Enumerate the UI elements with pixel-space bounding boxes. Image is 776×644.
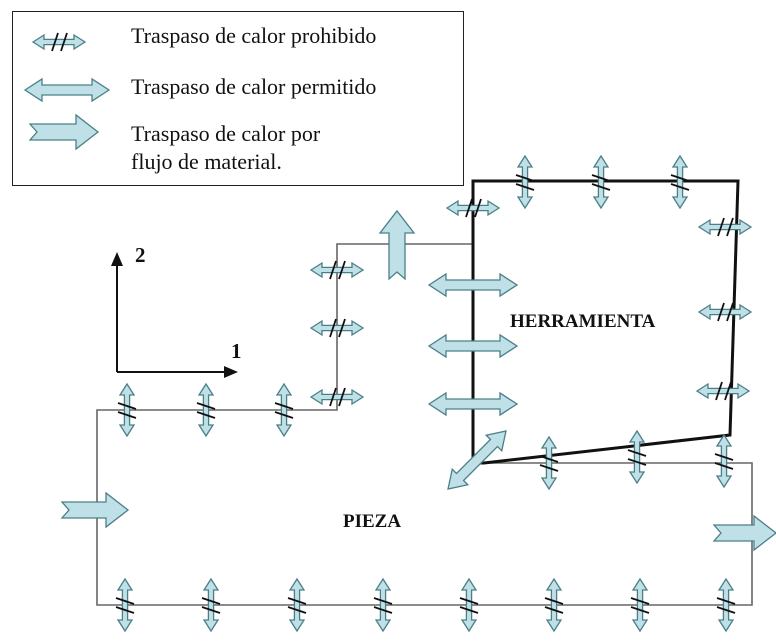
axis-2-label: 2 xyxy=(135,243,146,267)
material-flow-arrow xyxy=(712,514,776,552)
prohibited-heat-arrow xyxy=(117,382,137,438)
material-flow-arrow xyxy=(60,491,130,529)
prohibited-heat-arrow xyxy=(309,387,365,407)
prohibited-heat-arrow xyxy=(309,260,365,280)
legend-prohibited-arrow xyxy=(31,32,87,52)
permitted-heat-arrow xyxy=(427,333,519,359)
prohibited-heat-arrow xyxy=(716,577,736,633)
legend-permitted-arrow xyxy=(23,77,111,103)
permitted-heat-arrow xyxy=(427,272,519,298)
prohibited-heat-arrow xyxy=(544,577,564,633)
arrows-layer xyxy=(60,154,776,633)
permitted-heat-arrow xyxy=(427,391,519,417)
prohibited-heat-arrow xyxy=(539,435,559,491)
prohibited-heat-arrow xyxy=(196,382,216,438)
tool-label: HERRAMIENTA xyxy=(510,311,656,332)
prohibited-heat-arrow xyxy=(445,198,501,218)
tool-outline xyxy=(471,179,740,465)
legend-flow-arrow xyxy=(28,113,100,151)
prohibited-heat-arrow xyxy=(591,154,611,210)
axis-1-label: 1 xyxy=(231,339,242,363)
outlines: 2 1 HERRAMIENTA PIEZA xyxy=(96,179,753,606)
prohibited-heat-arrow xyxy=(697,302,753,322)
prohibited-heat-arrow xyxy=(201,577,221,633)
workpiece-outline xyxy=(96,243,753,606)
legend-label-prohibited: Traspaso de calor prohibido xyxy=(131,23,377,48)
prohibited-heat-arrow xyxy=(714,433,734,489)
legend: Traspaso de calor prohibido Traspaso de … xyxy=(12,11,464,186)
workpiece-label: PIEZA xyxy=(343,511,401,532)
prohibited-heat-arrow xyxy=(287,577,307,633)
prohibited-heat-arrow xyxy=(630,577,650,633)
prohibited-heat-arrow xyxy=(274,382,294,438)
legend-label-permitted: Traspaso de calor permitido xyxy=(131,74,377,99)
prohibited-heat-arrow xyxy=(515,154,535,210)
axis-2-arrowhead xyxy=(111,252,123,266)
prohibited-heat-arrow xyxy=(670,154,690,210)
prohibited-heat-arrow xyxy=(695,381,751,401)
axis-1-arrowhead xyxy=(224,366,238,378)
prohibited-heat-arrow xyxy=(373,577,393,633)
prohibited-heat-arrow xyxy=(627,429,647,485)
prohibited-heat-arrow xyxy=(697,217,753,237)
material-flow-arrow xyxy=(378,209,416,281)
legend-symbols xyxy=(23,32,111,151)
permitted-heat-arrow xyxy=(447,430,507,490)
prohibited-heat-arrow xyxy=(115,577,135,633)
prohibited-heat-arrow xyxy=(459,577,479,633)
legend-label-flow-line1: Traspaso de calor por xyxy=(131,121,321,146)
legend-label-flow-line2: flujo de material. xyxy=(131,149,282,174)
prohibited-heat-arrow xyxy=(309,318,365,338)
